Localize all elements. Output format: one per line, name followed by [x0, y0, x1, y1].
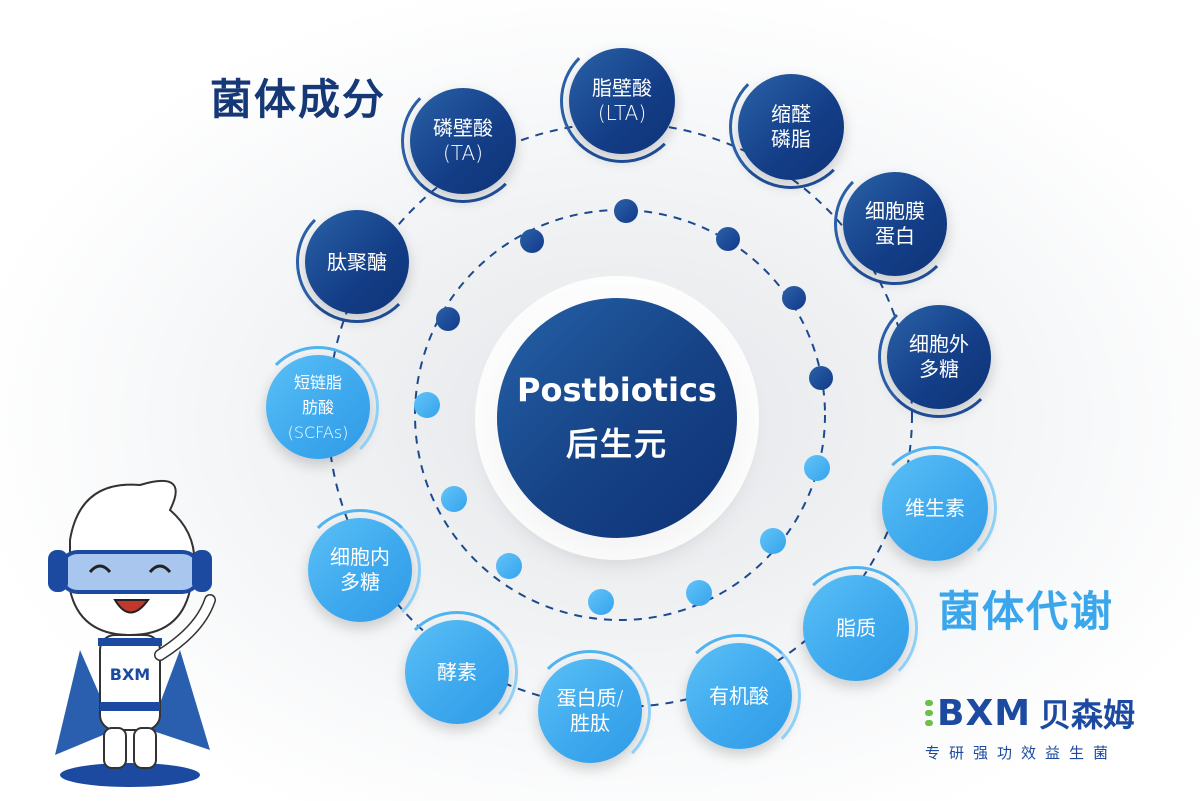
logo-company-name: 贝森姆 — [1039, 696, 1136, 734]
logo-green-bars-icon — [925, 700, 933, 726]
inner-dot — [760, 528, 786, 554]
cell-components-title: 菌体成分 — [210, 75, 387, 124]
inner-dot — [520, 229, 544, 253]
inner-dot — [809, 366, 833, 390]
inner-dot — [804, 455, 830, 481]
inner-dot — [414, 392, 440, 418]
inner-dot — [782, 286, 806, 310]
node-intracellular-polysaccharide: 细胞内 多糖 — [299, 509, 421, 631]
inner-dot — [436, 307, 460, 331]
inner-dot — [496, 553, 522, 579]
inner-dot — [614, 199, 638, 223]
inner-dot — [441, 486, 467, 512]
node-scfa: 短链脂 肪酸 (SCFAs) — [257, 346, 379, 468]
node-teichoic-acid: 磷壁酸 (TA) — [401, 79, 525, 203]
inner-dot — [686, 580, 712, 606]
mascot-illustration: BXM — [48, 480, 216, 787]
node-protein-peptide: 蛋白质/ 胜肽 — [529, 650, 651, 772]
node-plasmalogen: 缩醛 磷脂 — [729, 65, 853, 189]
node-peptidoglycan: 肽聚醣 — [296, 201, 418, 323]
node-enzyme: 酵素 — [396, 611, 518, 733]
inner-dot — [716, 227, 740, 251]
node-vitamin: 维生素 — [873, 446, 997, 570]
node-membrane-protein: 细胞膜 蛋白 — [834, 163, 956, 285]
center-label-cn: 后生元 — [565, 425, 668, 463]
brand-logo: BXM 贝森姆 专研强功效益生菌 — [925, 690, 1155, 763]
logo-mark: BXM — [937, 692, 1032, 734]
node-lipid: 脂质 — [794, 566, 918, 690]
logo-slogan: 专研强功效益生菌 — [925, 744, 1118, 762]
postbiotics-center-node: Postbiotics 后生元 — [497, 298, 737, 538]
node-lta: 脂壁酸 (LTA) — [560, 39, 684, 163]
center-label-en: Postbiotics — [517, 371, 717, 409]
node-exopolysaccharide: 细胞外 多糖 — [878, 296, 1000, 418]
node-organic-acid: 有机酸 — [677, 634, 801, 758]
cell-metabolites-title: 菌体代谢 — [938, 587, 1115, 636]
inner-dot — [588, 589, 614, 615]
svg-text:BXM: BXM — [110, 665, 150, 684]
